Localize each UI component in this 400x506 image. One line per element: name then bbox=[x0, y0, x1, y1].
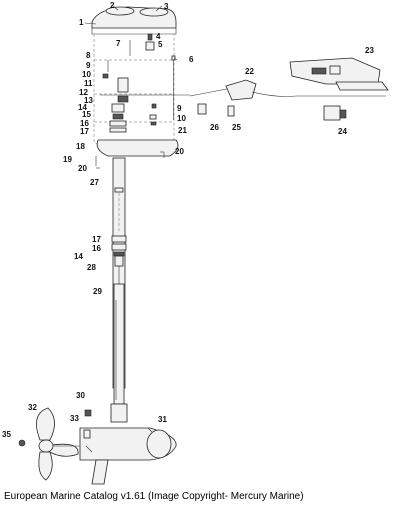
callout-8: 8 bbox=[86, 51, 91, 60]
propeller bbox=[18, 407, 80, 481]
callout-17-lower: 17 bbox=[92, 235, 101, 244]
callout-11: 11 bbox=[84, 79, 93, 88]
lower-unit bbox=[79, 403, 177, 485]
callout-18: 18 bbox=[76, 142, 85, 151]
callout-22: 22 bbox=[245, 67, 254, 76]
top-cover bbox=[91, 6, 177, 35]
cable-and-foot-control bbox=[189, 57, 389, 121]
callout-21: 21 bbox=[178, 126, 187, 135]
callout-9-right: 9 bbox=[177, 104, 182, 113]
callout-25: 25 bbox=[232, 123, 241, 132]
callout-27: 27 bbox=[90, 178, 99, 187]
callout-9: 9 bbox=[86, 61, 91, 70]
callout-35: 35 bbox=[2, 430, 11, 439]
callout-3: 3 bbox=[164, 2, 169, 11]
callout-12: 12 bbox=[79, 88, 88, 97]
callout-1: 1 bbox=[79, 18, 84, 27]
callout-20-right: 20 bbox=[175, 147, 184, 156]
callout-10: 10 bbox=[82, 70, 91, 79]
callout-14: 14 bbox=[78, 103, 87, 112]
internal-hardware bbox=[100, 33, 190, 133]
callout-29: 29 bbox=[93, 287, 102, 296]
callout-2: 2 bbox=[110, 1, 115, 10]
callout-6: 6 bbox=[189, 55, 194, 64]
callout-16-lower: 16 bbox=[92, 244, 101, 253]
wiring-rod bbox=[171, 55, 176, 120]
shaft bbox=[111, 157, 127, 405]
callout-4: 4 bbox=[156, 32, 161, 41]
callout-28: 28 bbox=[87, 263, 96, 272]
callout-24: 24 bbox=[338, 127, 347, 136]
callout-13: 13 bbox=[84, 96, 93, 105]
mounting-collar bbox=[95, 139, 179, 166]
callout-23: 23 bbox=[365, 46, 374, 55]
callout-7: 7 bbox=[116, 39, 121, 48]
callout-10-right: 10 bbox=[177, 114, 186, 123]
callout-20-left: 20 bbox=[78, 164, 87, 173]
callout-33: 33 bbox=[70, 414, 79, 423]
callout-labels: 1 2 3 4 5 6 7 8 9 10 11 12 13 14 15 16 1… bbox=[2, 1, 374, 439]
callout-5: 5 bbox=[158, 40, 163, 49]
callout-30: 30 bbox=[76, 391, 85, 400]
callout-32: 32 bbox=[28, 403, 37, 412]
image-caption: European Marine Catalog v1.61 (Image Cop… bbox=[4, 491, 304, 502]
leader-lines bbox=[84, 5, 178, 453]
callout-17: 17 bbox=[80, 127, 89, 136]
callout-26: 26 bbox=[210, 123, 219, 132]
callout-19: 19 bbox=[63, 155, 72, 164]
callout-15: 15 bbox=[82, 110, 91, 119]
callout-16: 16 bbox=[80, 119, 89, 128]
exploded-parts-diagram: 1 2 3 4 5 6 7 8 9 10 11 12 13 14 15 16 1… bbox=[2, 1, 389, 485]
callout-31: 31 bbox=[158, 415, 167, 424]
callout-14-lower: 14 bbox=[74, 252, 83, 261]
control-housing bbox=[93, 34, 175, 145]
